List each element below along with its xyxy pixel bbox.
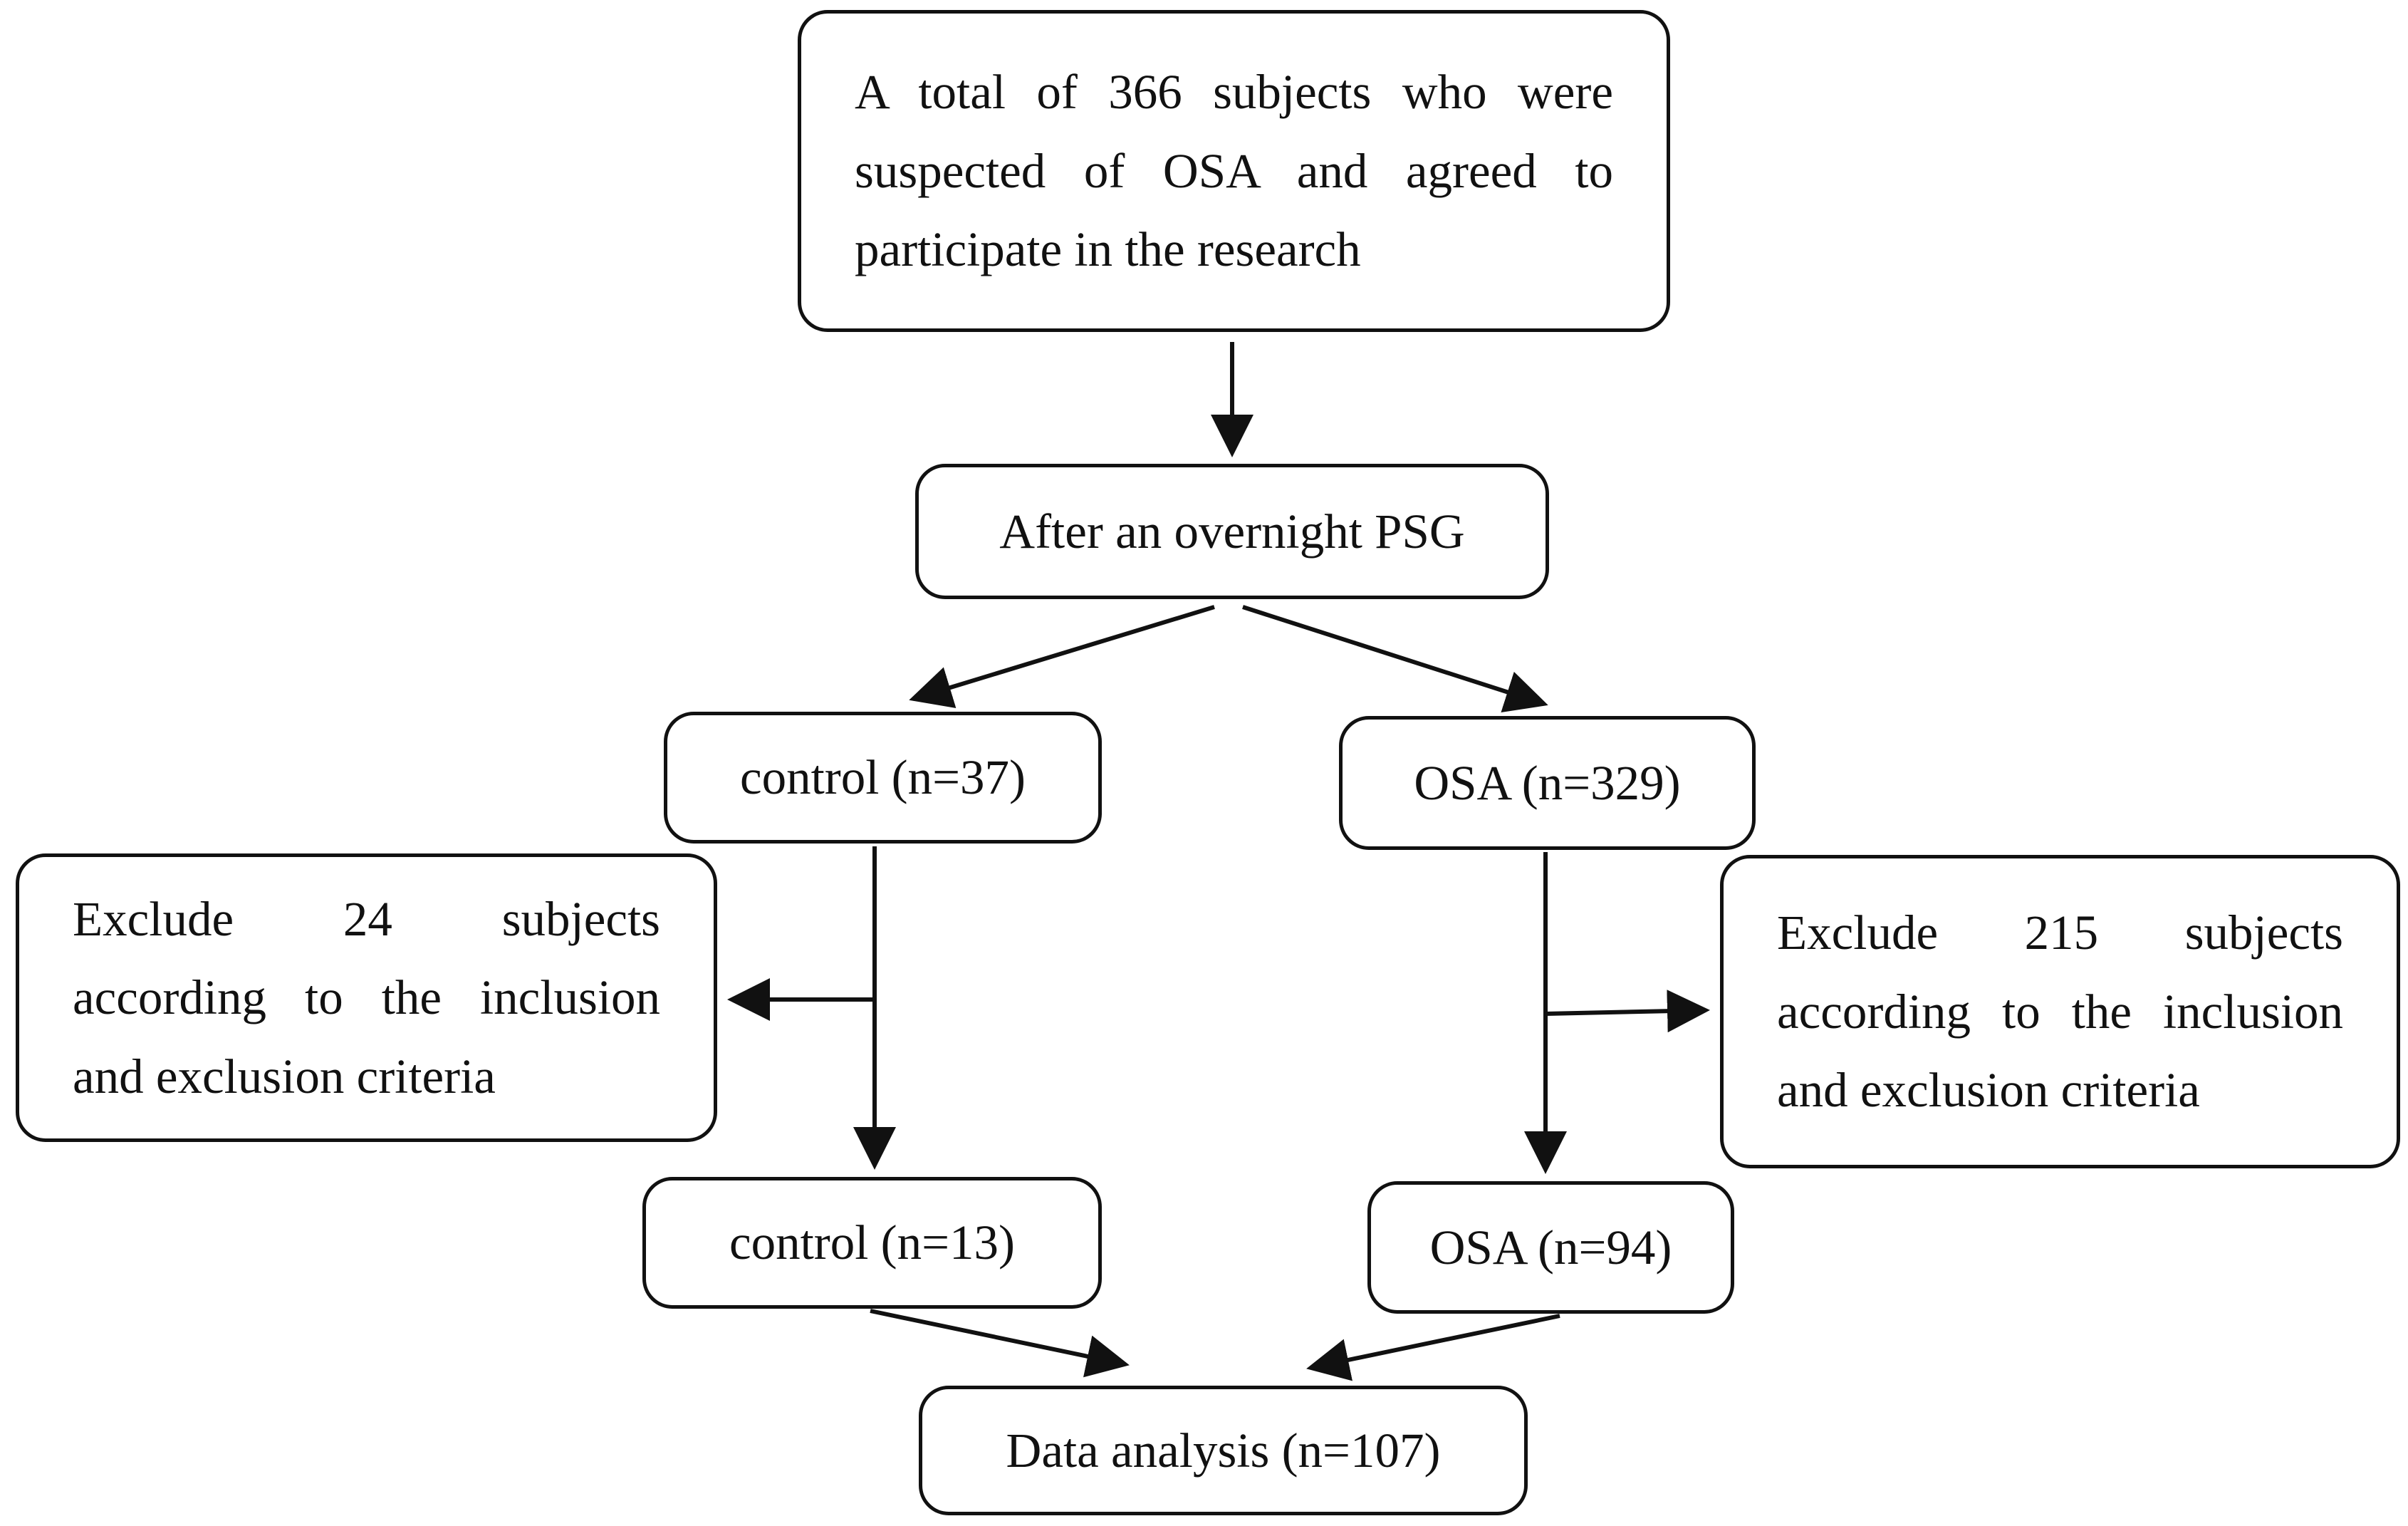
exclude-control-box: Exclude 24 subjects according to the inc… bbox=[16, 853, 717, 1142]
start-text: A total of 366 subjects who were suspect… bbox=[855, 65, 1613, 277]
psg-box: After an overnight PSG bbox=[915, 464, 1549, 599]
control-final-box: control (n=13) bbox=[642, 1177, 1102, 1309]
osa-initial-text: OSA (n=329) bbox=[1414, 755, 1681, 810]
osa-final-text: OSA (n=94) bbox=[1429, 1220, 1672, 1275]
arrow-osa-to-analysis bbox=[1306, 1314, 1560, 1381]
data-analysis-box: Data analysis (n=107) bbox=[919, 1386, 1528, 1515]
osa-final-box: OSA (n=94) bbox=[1367, 1181, 1734, 1314]
exclude-control-text: Exclude 24 subjects according to the inc… bbox=[73, 891, 660, 1104]
exclude-osa-text: Exclude 215 subjects according to the in… bbox=[1777, 905, 2343, 1118]
osa-initial-box: OSA (n=329) bbox=[1339, 716, 1756, 850]
control-initial-box: control (n=37) bbox=[664, 712, 1102, 844]
data-analysis-text: Data analysis (n=107) bbox=[1006, 1423, 1441, 1478]
control-initial-text: control (n=37) bbox=[739, 750, 1026, 805]
control-final-text: control (n=13) bbox=[729, 1215, 1016, 1270]
arrow-psg-to-control bbox=[909, 605, 1215, 708]
start-box: A total of 366 subjects who were suspect… bbox=[798, 10, 1670, 332]
arrow-psg-to-osa bbox=[1242, 605, 1548, 713]
exclude-osa-box: Exclude 215 subjects according to the in… bbox=[1720, 855, 2400, 1168]
arrow-osa-exclude bbox=[1545, 990, 1710, 1033]
psg-text: After an overnight PSG bbox=[999, 504, 1465, 559]
arrow-control-to-analysis bbox=[870, 1309, 1130, 1378]
